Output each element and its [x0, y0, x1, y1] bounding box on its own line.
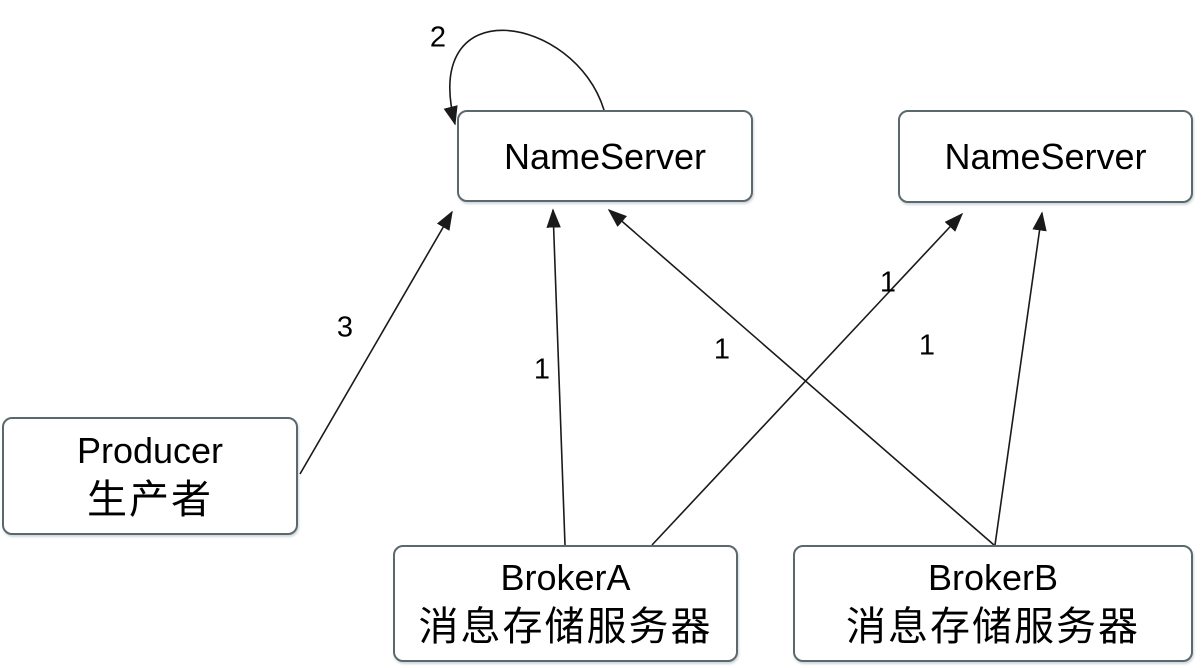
- edge-nameserver1-self-loop: [443, 29, 605, 126]
- edge-brokerA-to-nameserver1: [546, 208, 566, 546]
- brokerA-title: BrokerA: [500, 557, 631, 598]
- edge-label-brokerA-to-nameserver2: 1: [879, 266, 897, 299]
- brokerB-subtitle: 消息存储服务器: [846, 605, 1140, 649]
- nameserver1-node: NameServer: [457, 110, 753, 202]
- edge-producer-to-nameserver1: [299, 210, 453, 475]
- edge-label-brokerB-to-nameserver2: 1: [918, 329, 936, 362]
- edge-brokerB-to-nameserver2: [994, 211, 1047, 546]
- brokerB-title: BrokerB: [927, 557, 1059, 598]
- producer-title: Producer: [76, 429, 224, 471]
- edge-label-brokerB-to-nameserver1: 1: [713, 333, 731, 366]
- brokerA-node: BrokerA 消息存储服务器: [393, 545, 738, 662]
- brokerB-node: BrokerB 消息存储服务器: [793, 545, 1193, 662]
- nameserver1-title: NameServer: [503, 135, 707, 177]
- nameserver2-title: NameServer: [944, 136, 1147, 177]
- edge-brokerB-to-nameserver1: [607, 208, 995, 546]
- edge-label-brokerA-to-nameserver1: 1: [533, 353, 551, 386]
- edge-label-producer-to-nameserver1: 3: [336, 311, 354, 344]
- edge-brokerA-to-nameserver2: [651, 212, 964, 546]
- nameserver2-node: NameServer: [898, 110, 1193, 203]
- edge-label-nameserver1-self-loop: 2: [429, 21, 447, 54]
- brokerA-subtitle: 消息存储服务器: [418, 605, 713, 649]
- producer-node: Producer 生产者: [2, 417, 298, 535]
- producer-subtitle: 生产者: [87, 477, 213, 522]
